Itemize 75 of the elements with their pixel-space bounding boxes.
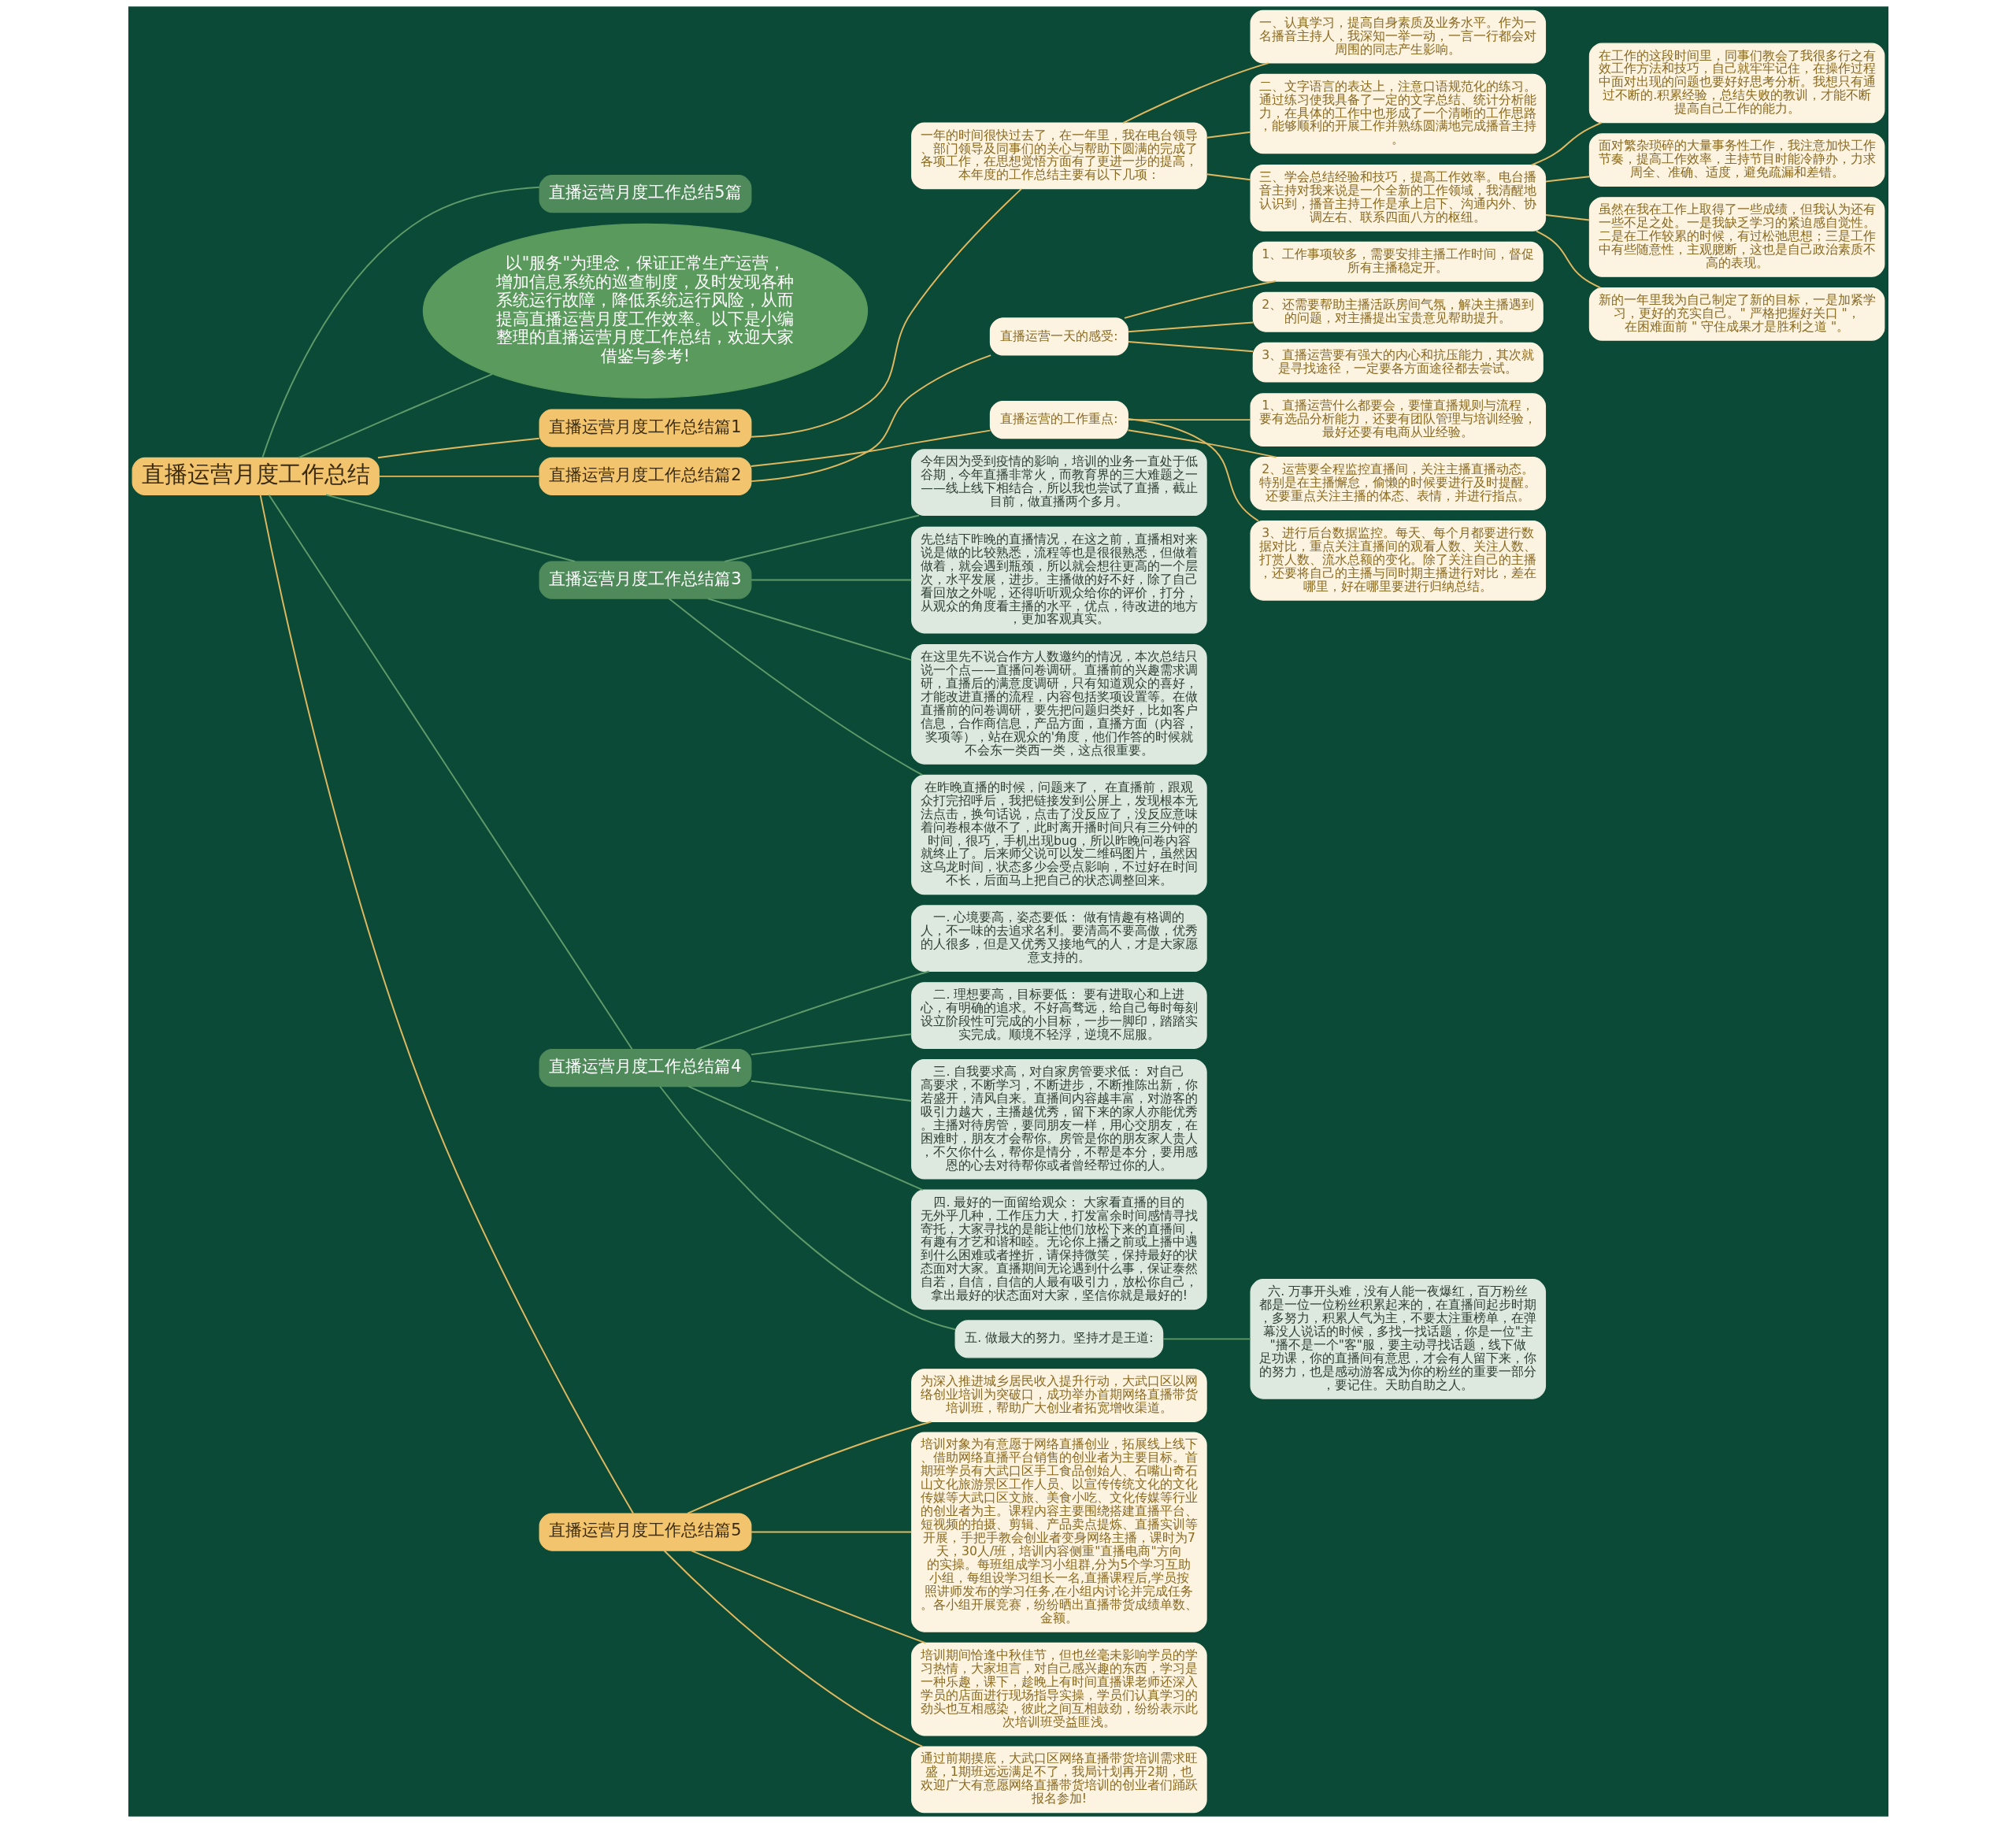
- node-box: 通过前期摸底，大武口区网络直播带货培训需求旺盛，1期班远远满足不了，我局计划再开2期，也欢迎广大有意愿网络直播带货培训的创业者们踊跃报名参加!: [910, 1746, 1207, 1814]
- connector: [668, 598, 923, 776]
- node-box: 3、进行后台数据监控。每天、每个月都要进行数据对比，重点关注直播间的观看人数、关注人数、打赏人数、流水总额的变化。除了关注自己的主播，还要将自己的主播与同时期主播进行对比，差在哪里，好在哪里要进行归纳总结。: [1249, 520, 1546, 601]
- connector: [690, 1550, 926, 1644]
- node-box: 一、认真学习，提高自身素质及业务水平。作为一名播音主持人，我深知一举一动，一言一行都会对周围的同志产生影响。: [1249, 9, 1546, 64]
- node-box: 1、工作事项较多，需要安排主播工作时间，督促所有主播稳定开。: [1252, 241, 1544, 282]
- node-box: 新的一年里我为自己制定了新的目标，一是加紧学习，更好的充实自己。" 严格把握好关口 "，在困难面前 " 守住成果才是胜利之道 "。: [1588, 287, 1884, 341]
- connector: [750, 1033, 912, 1056]
- connector: [1544, 214, 1590, 221]
- connector: [1127, 419, 1251, 421]
- node-box: 培训对象为有意愿于网络直播创业，拓展线上线下、借助网络直播平台销售的创业者为主要目标。首期班学员有大武口区手工食品创始人、石嘴山奇石山文化旅游景区工作人员、以宣传传统文化的文化传媒等大武口区文旅、美食小吃、文化传媒等行业的创业者为主。课程内容主要围绕搭建直播平台、短视频的拍摄、剪辑、产品卖点提炼、直播实训等开展，手把手教会创业者变身网络主播，课时为7天，30人/班，培训内容侧重"直播电商"方向的实操。每班组成学习小组群,分为5个学习互助小组，每组设学习组长一名,直播课程后,学员按照讲师发布的学习任务,在小组内讨论并完成任务。各小组开展竞赛，纷纷晒出直播带货成绩单数、金额。: [910, 1432, 1207, 1632]
- node-box: 四. 最好的一面留给观众： 大家看直播的目的无外乎几种，工作压力大，打发富余时间感情寻找寄托，大家寻找的是能让他们放松下来的直播间，有趣有才艺和谐和睦。无论你上播之前或上播中遇到什么困难或者挫折，请保持微笑，保持最好的状态面对大家。直播期间无论遇到什么事，保证泰然自若，自信，自信的人最有吸引力，放松你自己，拿出最好的状态面对大家，坚信你就是最好的!: [910, 1189, 1207, 1310]
- node-box: 面对繁杂琐碎的大量事务性工作，我注意加快工作节奏，提高工作效率，主持节目时能冷静办，力求周全、准确、适度，避免疏漏和差错。: [1588, 133, 1884, 187]
- connector: [750, 354, 991, 483]
- connector: [1535, 230, 1601, 289]
- connector: [1123, 280, 1277, 319]
- connector: [1530, 121, 1603, 166]
- node-box: 六. 万事开头难，没有人能一夜爆红，百万粉丝都是一位一位粉丝积累起来的，在直播间起步时期，多努力，积累人气为主，不要太注重榜单，在弹幕没人说话的时候，多找一找话题，你是一位"主"播不是一个"客"服，要主动寻找话题，线下做足功课，你的直播间有意思，才会有人留下来，你的努力，也是感动游客成为你的粉丝的重要一部分，要记住。天助自助之人。: [1249, 1279, 1546, 1399]
- node-box: 五. 做最大的努力。坚持才是王道:: [954, 1320, 1163, 1358]
- node-box: 2、运营要全程监控直播间，关注主播直播动态。特别是在主播懈怠，偷懒的时候要进行及时提醒。还要重点关注主播的体态、表情，并进行指点。: [1249, 457, 1546, 510]
- node-box: 虽然在我在工作上取得了一些成绩，但我认为还有一些不足之处。一是我缺乏学习的紧迫感自觉性。二是在工作较累的时候，有过松弛思想；三是工作中有些随意性，主观臆断，这也是自己政治素质不高的表现。: [1588, 197, 1884, 277]
- node-box: 先总结下昨晚的直播情况，在这之前，直播相对来说是做的比较熟悉，流程等也是很很熟悉，但做着做着，就会遇到瓶颈，所以就会想往更高的一个层次，水平发展，进步。主播做的好不好，除了自己看回放之外呢，还得听听观众给你的评价，打分，从观众的角度看主播的水平，优点，待改进的地方，更加客观真实。: [910, 526, 1207, 634]
- connector: [750, 1080, 912, 1102]
- node-box: 2、还需要帮助主播活跃房间气氛，解决主播遇到的问题，对主播提出宝贵意见帮助提升。: [1252, 291, 1544, 332]
- connector: [662, 1550, 923, 1747]
- connector: [723, 514, 920, 562]
- connector: [706, 598, 912, 661]
- connector: [1121, 62, 1269, 124]
- node-box: 三. 自我要求高，对自家房管要求低： 对自己高要求，不断学习，不断进步，不断推陈出新，你若盛开，清风自来。直播间内容越丰富，对游客的吸引力越大，主播越优秀，留下来的家人亦能优秀。主播对待房管，要同朋友一样，用心交朋友，在困难时，朋友才会帮你。房管是你的朋友家人贵人，不欠你什么，帮你是情分，不帮是本分，要用感恩的心去对待帮你或者曾经帮过你的人。: [910, 1058, 1207, 1180]
- connector: [261, 186, 540, 459]
- node-box: 直播运营月度工作总结5篇: [539, 175, 751, 213]
- connector: [1206, 131, 1251, 139]
- connector: [658, 1085, 956, 1331]
- node-box: 直播运营月度工作总结篇2: [539, 457, 751, 495]
- connector: [297, 373, 493, 459]
- node-box: 在这里先不说合作方人数邀约的情况，本次总结只说一个点——直播问卷调研。直播前的兴趣需求调研，直播后的满意度调研，只有知道观众的喜好，才能改进直播的流程，内容包括奖项设置等。在做直播前的问卷调研，要先把问题归类好，比如客户信息，合作商信息，产品方面，直播方面（内容，奖项等），站在观众的'角度，他们作答的时候就不会东一类西一类，这点很重要。: [910, 644, 1207, 765]
- node-box: 1、直播运营什么都要会，要懂直播规则与流程，要有选品分析能力，还要有团队管理与培训经验，最好还要有电商从业经验。: [1249, 393, 1546, 447]
- connector: [268, 494, 633, 1050]
- node-box: 在昨晚直播的时候，问题来了， 在直播前，跟观众打完招呼后，我把链接发到公屏上，发现根本无法点击，换句话说，点击了没反应了，没反应意味着问卷根本做不了，此时离开播时间只有三分钟的时间，很巧，手机出现bug，所以昨晚问卷内容就终止了。后来师父说可以发二维码图片，虽然因这乌龙时间，状态多少会受点影响，不过好在时间不长，后面马上把自己的状态调整回来。: [910, 774, 1207, 895]
- connector: [750, 429, 991, 467]
- connector: [686, 1421, 932, 1514]
- node-box: 在工作的这段时间里，同事们教会了我很多行之有效工作方法和技巧，自己就牢牢记住，在操作过程中面对出现的问题也要好好思考分析。我想只有通过不断的.积累经验，总结失败的教训，才能不断提高自己工作的能力。: [1588, 43, 1884, 124]
- connector: [1127, 418, 1259, 522]
- node-box: 三、学会总结经验和技巧，提高工作效率。电台播音主持对我来说是一个全新的工作领域，我清醒地认识到，播音主持工作是承上启下、沟通内外、协调左右、联系四面八方的枢纽。: [1249, 165, 1546, 232]
- connector: [1544, 176, 1590, 183]
- connector: [1126, 429, 1277, 458]
- node-box: 一. 心境要高，姿态要低： 做有情趣有格调的人，不一味的去追求名利。要清高不要高傲，优秀的人很多，但是又优秀又接地气的人，才是大家愿意支持的。: [910, 905, 1207, 973]
- connector: [1162, 1338, 1251, 1340]
- node-ellipse: 以"服务"为理念，保证正常生产运营，增加信息系统的巡查制度，及时发现各种系统运行故障，降低系统运行风险，从而提高直播运营月度工作效率。以下是小编整理的直播运营月度工作总结，欢迎大家借鉴与参考!: [422, 223, 868, 398]
- connector: [259, 494, 634, 1514]
- connector: [377, 475, 540, 477]
- node-box: 培训期间恰逢中秋佳节，但也丝毫未影响学员的学习热情，大家坦言，对自己感兴趣的东西，学习是一种乐趣，课下，趁晚上有时间直播课老师还深入学员的店面进行现场指导实操，学员们认真学习的劲头也互相感染，彼此之间互相鼓劲，纷纷表示此次培训班受益匪浅。: [910, 1642, 1207, 1736]
- connector: [750, 187, 1022, 438]
- node-box: 直播运营月度工作总结篇3: [539, 561, 751, 599]
- node-box: 直播运营月度工作总结: [132, 457, 380, 495]
- connector: [1206, 173, 1251, 181]
- node-box: 二、文字语言的表达上，注意口语规范化的练习。通过练习使我具备了一定的文字总结、统计分析能力，在具体的工作中也形成了一个清晰的工作思路，能够顺利的开展工作并熟练圆满地完成播音主持。: [1249, 73, 1546, 154]
- connector: [695, 970, 930, 1050]
- node-box: 今年因为受到疫情的影响，培训的业务一直处于低谷期，今年直播非常火，而教育界的三大难题之一——线上线下相结合，所以我也尝试了直播，截止目前，做直播两个多月。: [910, 449, 1207, 517]
- node-box: 直播运营一天的感受:: [989, 317, 1128, 356]
- node-box: 直播运营月度工作总结篇4: [539, 1048, 751, 1088]
- node-box: 直播运营月度工作总结篇5: [539, 1513, 751, 1551]
- connector: [750, 579, 912, 581]
- connector: [1127, 341, 1254, 353]
- node-box: 直播运营月度工作总结篇1: [539, 409, 751, 447]
- node-box: 二. 理想要高，目标要低： 要有进取心和上进心，有明确的追求。不好高骛远，给自己每时每刻设立阶段性可完成的小目标，一步一脚印，踏踏实实完成。顺境不轻浮，逆境不屈服。: [910, 982, 1207, 1049]
- connector: [687, 1085, 924, 1191]
- node-box: 一年的时间很快过去了，在一年里，我在电台领导、部门领导及同事们的关心与帮助下圆满的完成了各项工作，在思想觉悟方面有了更进一步的提高，本年度的工作总结主要有以下几项：: [910, 122, 1207, 190]
- node-box: 为深入推进城乡居民收入提升行动，大武口区以网络创业培训为突破口，成功举办首期网络直播带货培训班，帮助广大创业者拓宽增收渠道。: [910, 1369, 1207, 1422]
- connector: [324, 494, 576, 562]
- connector: [1127, 321, 1254, 333]
- connector: [750, 1531, 912, 1533]
- node-box: 3、直播运营要有强大的内心和抗压能力，其次就是寻找途径，一定要各方面途径都去尝试。: [1252, 342, 1544, 383]
- node-box: 直播运营的工作重点:: [989, 401, 1128, 439]
- connector: [376, 437, 540, 459]
